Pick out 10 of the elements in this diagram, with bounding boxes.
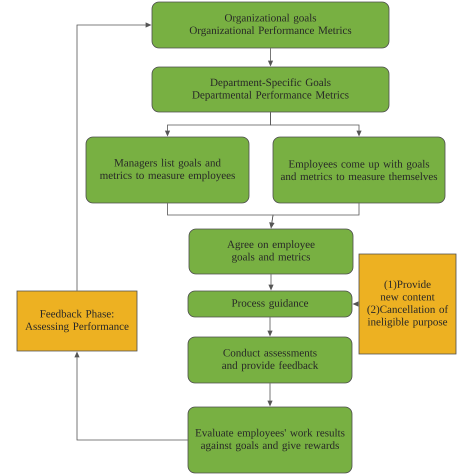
note-box: (1)Provide new content (2)Cancellation of ineligible purpose xyxy=(358,254,456,354)
process-box: Department-Specific Goals Departmental Performance Metrics xyxy=(152,66,390,112)
process-box: Conduct assessments and provide feedback xyxy=(188,336,352,384)
process-box: Employees come up with goals and metrics to measure themselves xyxy=(272,136,446,204)
process-box: Evaluate employees' work results against goals and give rewards xyxy=(188,406,352,474)
process-box: Agree on employee goals and metrics xyxy=(188,228,354,274)
note-box: Feedback Phase: Assessing Performance xyxy=(16,290,138,352)
process-box: Organizational goals Organizational Performance Metrics xyxy=(152,2,390,48)
process-box: Process guidance xyxy=(188,290,352,318)
process-box: Managers list goals and metrics to measure employees xyxy=(86,136,250,204)
